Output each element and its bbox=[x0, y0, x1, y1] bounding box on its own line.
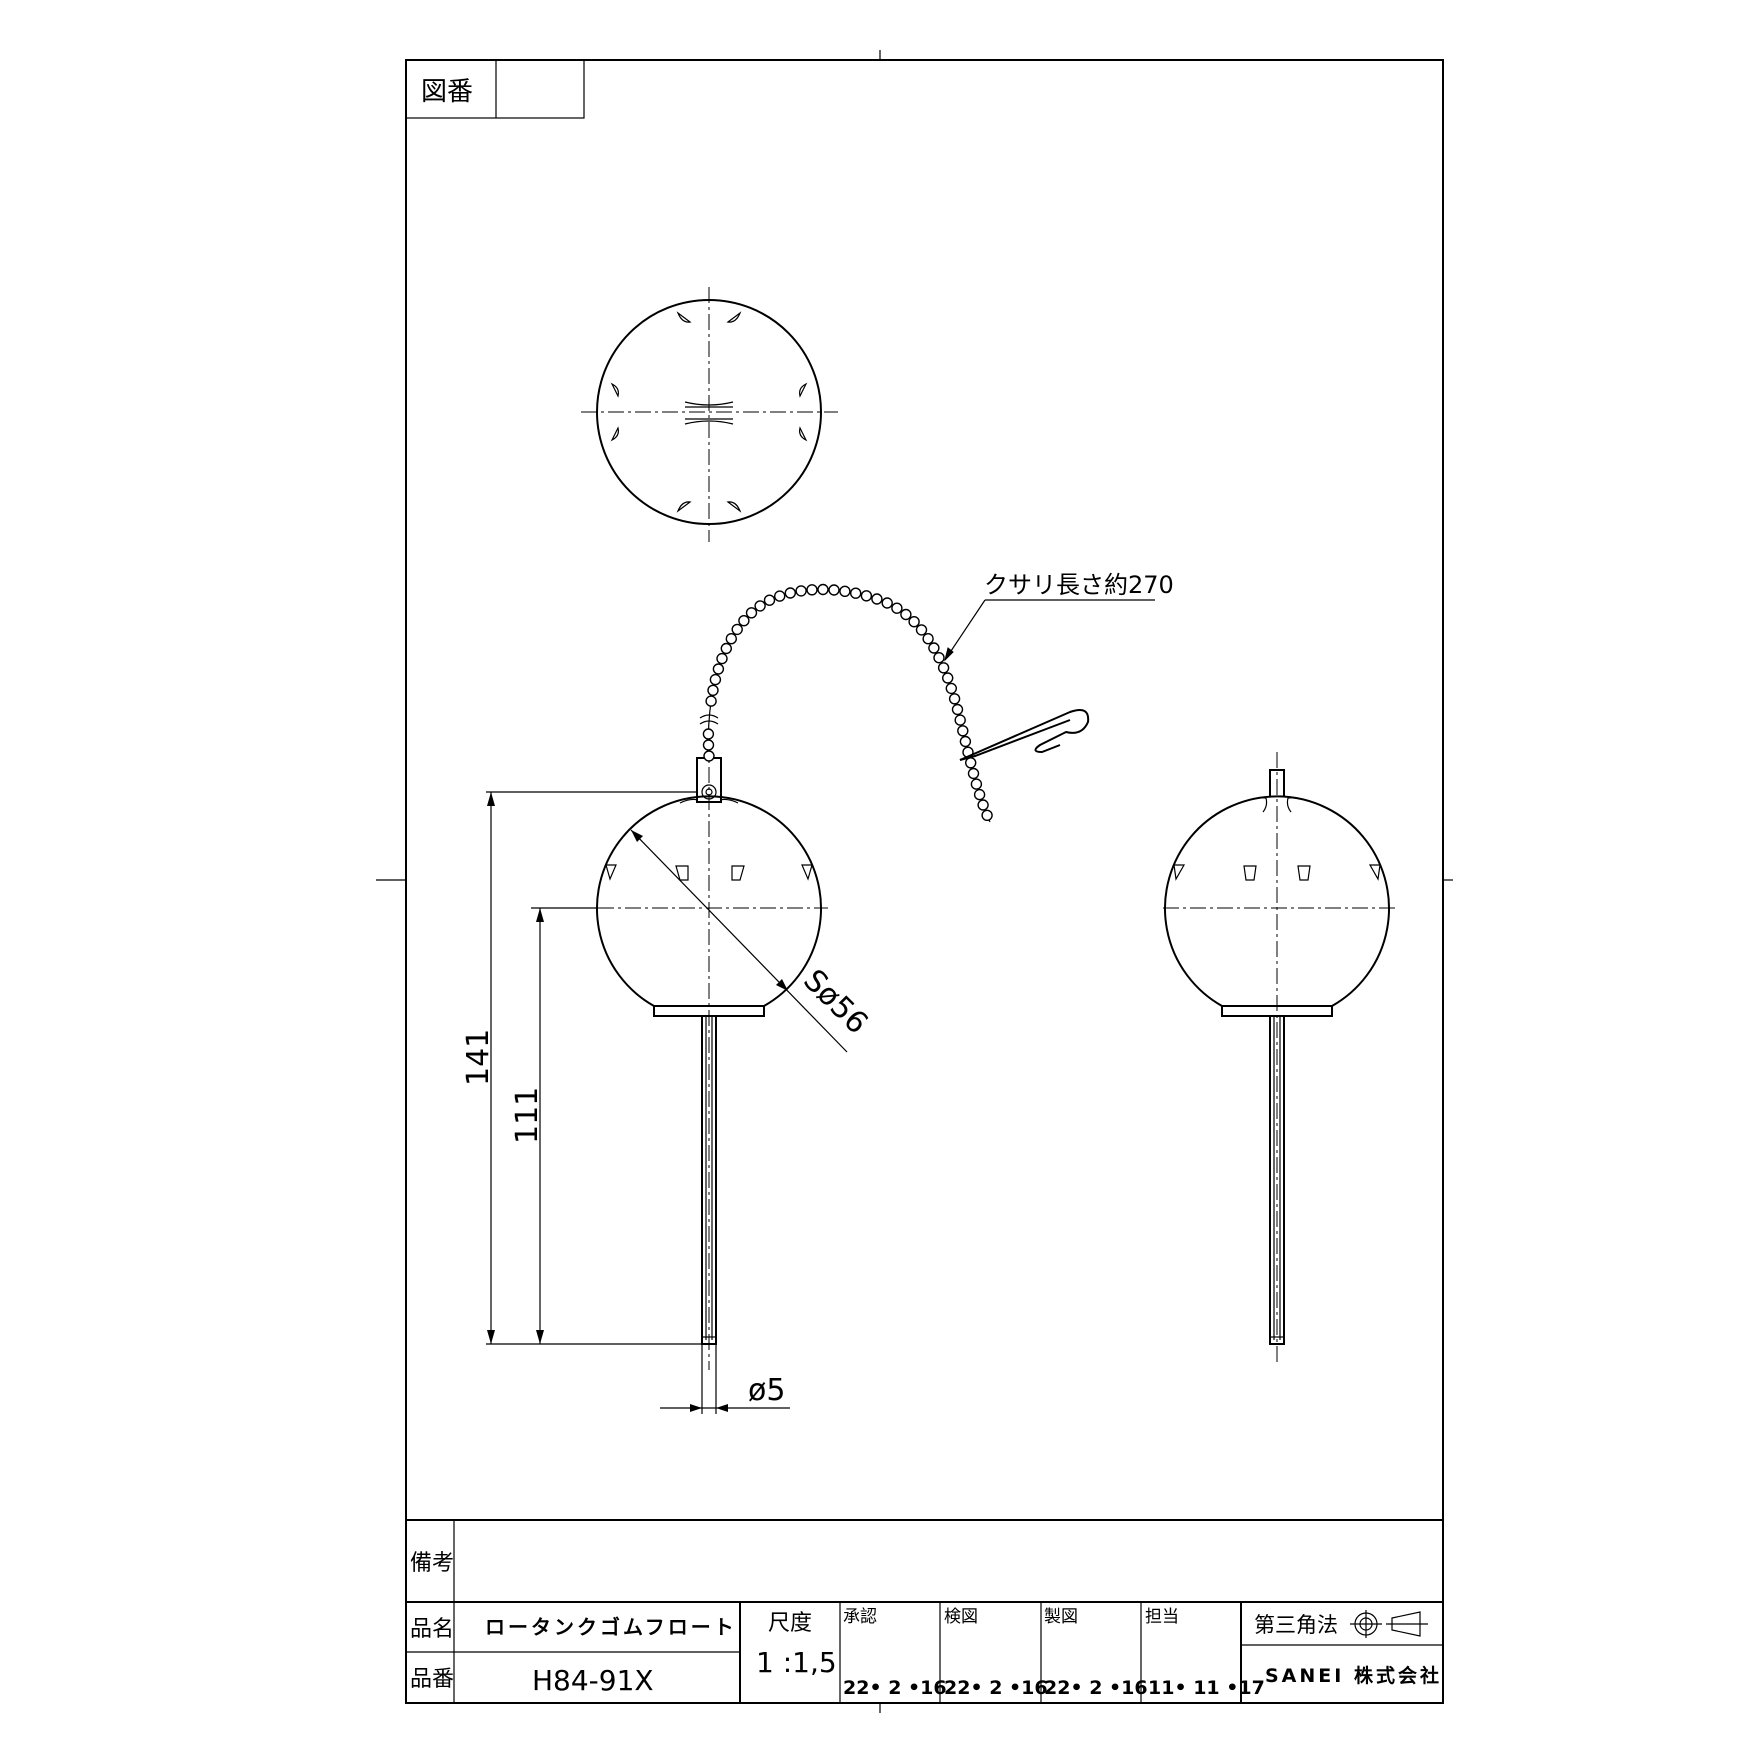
dimensions: クサリ長さ約270 141 111 Sø56 ø5 bbox=[461, 571, 1174, 1414]
responsible-date: 11• 11 •17 bbox=[1148, 1677, 1265, 1699]
chain-bead bbox=[754, 600, 766, 612]
chain-bead bbox=[702, 739, 715, 751]
chain-bead bbox=[745, 607, 758, 619]
drafting-date: 22• 2 •16 bbox=[1044, 1677, 1148, 1699]
chain-length-label: クサリ長さ約270 bbox=[984, 571, 1174, 599]
chain-bead bbox=[709, 673, 722, 686]
chain-bead bbox=[871, 593, 883, 605]
chain-bead bbox=[959, 735, 972, 748]
product-number: H84-91X bbox=[532, 1664, 654, 1697]
projection-label: 第三角法 bbox=[1254, 1613, 1338, 1637]
approval-date: 22• 2 •16 bbox=[843, 1677, 947, 1699]
chain-bead bbox=[839, 585, 851, 597]
chain-bead bbox=[850, 587, 862, 599]
chain-bead bbox=[951, 703, 964, 716]
chain-bead bbox=[915, 624, 928, 636]
chain-bead bbox=[828, 584, 840, 596]
chain-bead bbox=[970, 778, 983, 790]
chain-bead bbox=[937, 662, 950, 674]
company-name: SANEI 株式会社 bbox=[1265, 1664, 1442, 1687]
chain-bead bbox=[716, 652, 728, 665]
chain-bead bbox=[707, 684, 719, 696]
chain-bead bbox=[774, 590, 786, 602]
chain-bead bbox=[702, 728, 715, 740]
chain-bead bbox=[933, 652, 945, 664]
scale-label: 尺度 bbox=[768, 1611, 812, 1636]
chain-bead bbox=[784, 587, 796, 599]
front-view bbox=[596, 740, 828, 1370]
chain-bead bbox=[900, 608, 912, 621]
chain-bead bbox=[738, 615, 750, 627]
chain-bead bbox=[973, 788, 986, 801]
product-number-label: 品番 bbox=[410, 1667, 454, 1692]
check-date: 22• 2 •16 bbox=[944, 1677, 1048, 1699]
dimension-overall-height: 141 bbox=[461, 1029, 496, 1086]
chain-bead bbox=[860, 590, 873, 602]
dimension-stem-height: 111 bbox=[510, 1087, 545, 1144]
approval-label: 承認 bbox=[843, 1607, 877, 1627]
remarks-label: 備考 bbox=[410, 1551, 454, 1576]
chain-bead bbox=[977, 799, 989, 811]
product-name: ロータンクゴムフロート bbox=[485, 1615, 737, 1639]
ball-chain bbox=[699, 583, 1090, 823]
chain-bead bbox=[712, 663, 725, 675]
drafting-label: 製図 bbox=[1044, 1607, 1078, 1627]
chain-bead bbox=[908, 616, 920, 628]
chain-bead bbox=[720, 642, 732, 655]
chain-bead bbox=[795, 585, 807, 597]
chain-bead bbox=[763, 594, 776, 606]
chain-bead bbox=[703, 750, 715, 762]
chain-bead bbox=[928, 642, 940, 654]
chain-bead bbox=[705, 695, 717, 707]
third-angle-projection-icon bbox=[1350, 1610, 1428, 1638]
chain-bead bbox=[725, 633, 737, 645]
drawing-number-label: 図番 bbox=[421, 77, 473, 107]
dimension-sphere-diameter: Sø56 bbox=[796, 963, 874, 1041]
chain-bead bbox=[922, 633, 934, 645]
chain-bead bbox=[957, 725, 969, 737]
chain-bead bbox=[965, 757, 977, 769]
responsible-label: 担当 bbox=[1145, 1607, 1179, 1627]
top-view bbox=[581, 287, 838, 542]
check-label: 検図 bbox=[944, 1607, 978, 1627]
drawing-number-box: 図番 bbox=[405, 59, 585, 119]
chain-bead bbox=[981, 809, 993, 821]
chain-bead bbox=[806, 584, 818, 596]
chain-bead bbox=[731, 623, 743, 636]
side-view bbox=[1163, 752, 1399, 1366]
chain-bead bbox=[954, 714, 966, 726]
title-block: 備考 品名 ロータンクゴムフロート 品番 H84-91X 尺度 1 :1,5 承… bbox=[406, 1519, 1443, 1703]
drawing-frame bbox=[405, 59, 1444, 1704]
dimension-stem-diameter: ø5 bbox=[748, 1373, 785, 1408]
chain-bead bbox=[967, 767, 980, 780]
product-name-label: 品名 bbox=[410, 1617, 454, 1642]
chain-bead bbox=[881, 597, 893, 609]
chain-bead bbox=[891, 602, 903, 614]
chain-bead bbox=[942, 672, 954, 684]
chain-bead bbox=[945, 682, 957, 695]
scale-value: 1 :1,5 bbox=[756, 1646, 837, 1679]
chain-bead bbox=[948, 693, 961, 705]
chain-bead bbox=[817, 583, 829, 596]
